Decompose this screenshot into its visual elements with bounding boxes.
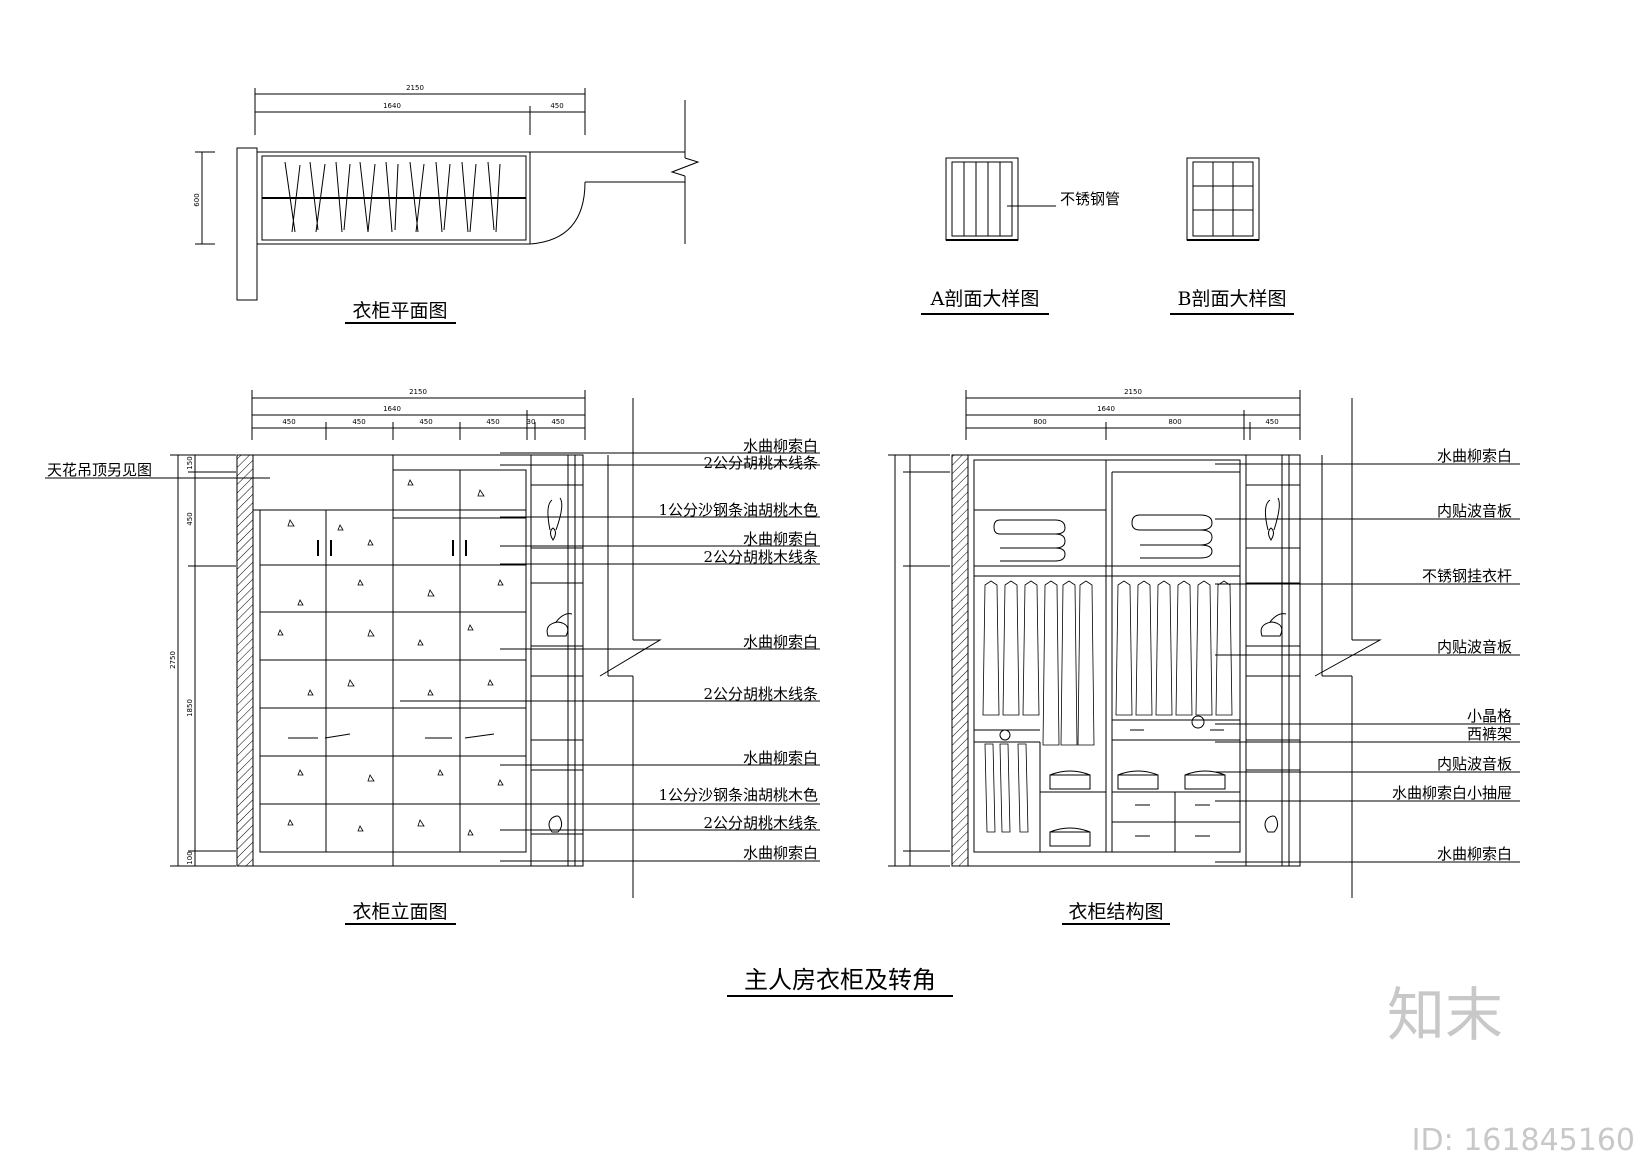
elevation-title: 衣柜立面图	[352, 901, 447, 923]
callout-text: 内贴波音板	[1437, 755, 1512, 773]
section-a-detail	[921, 157, 1056, 315]
callout-text: 1公分沙钢条油胡桃木色	[658, 786, 818, 804]
callout-text: 水曲柳索白小抽屉	[1392, 784, 1512, 802]
plan-view	[195, 88, 700, 301]
svg-text:800: 800	[1168, 418, 1181, 426]
svg-text:450: 450	[551, 418, 564, 426]
callout-text: 水曲柳索白	[1437, 845, 1512, 863]
svg-text:2150: 2150	[1124, 388, 1142, 396]
callout-text: 水曲柳索白	[743, 530, 818, 548]
callout-text: 1公分沙钢条油胡桃木色	[658, 501, 818, 519]
callout-text: 小晶格	[1467, 707, 1512, 725]
svg-text:100: 100	[186, 851, 194, 864]
svg-text:1640: 1640	[383, 405, 401, 413]
structure-title: 衣柜结构图	[1068, 901, 1163, 923]
elevation-view	[45, 390, 820, 925]
svg-text:450: 450	[282, 418, 295, 426]
svg-text:1640: 1640	[1097, 405, 1115, 413]
callout-text: 2公分胡桃木线条	[703, 814, 818, 832]
svg-text:450: 450	[486, 418, 499, 426]
callout-text: 不锈钢挂衣杆	[1422, 567, 1512, 585]
callout-text: 水曲柳索白	[743, 844, 818, 862]
svg-text:1850: 1850	[186, 699, 194, 717]
callout-text: 水曲柳索白	[743, 437, 818, 455]
callout-text: 内贴波音板	[1437, 502, 1512, 520]
callout-text: 水曲柳索白	[743, 749, 818, 767]
structure-callouts: 水曲柳索白 内贴波音板 不锈钢挂衣杆 内贴波音板 小晶格 西裤架 内贴波音板 水…	[1392, 447, 1512, 863]
svg-text:150: 150	[186, 456, 194, 469]
plan-title: 衣柜平面图	[352, 300, 447, 322]
svg-text:450: 450	[1265, 418, 1278, 426]
svg-text:450: 450	[352, 418, 365, 426]
svg-text:450: 450	[550, 102, 563, 110]
callout-text: 2公分胡桃木线条	[703, 685, 818, 703]
callout-text: 水曲柳索白	[1437, 447, 1512, 465]
callout-text: 内贴波音板	[1437, 638, 1512, 656]
section-a-callout: 不锈钢管	[1060, 190, 1120, 208]
svg-text:450: 450	[419, 418, 432, 426]
callout-text: 2公分胡桃木线条	[703, 454, 818, 472]
sheet-title: 主人房衣柜及转角	[744, 966, 936, 994]
svg-text:800: 800	[1033, 418, 1046, 426]
structure-view	[888, 390, 1520, 925]
callout-text: 西裤架	[1467, 725, 1512, 743]
elevation-left-note: 天花吊顶另见图	[47, 461, 152, 479]
section-b-detail	[1170, 157, 1294, 315]
section-b-title: B剖面大样图	[1178, 288, 1287, 310]
svg-text:30: 30	[527, 418, 536, 426]
svg-text:450: 450	[186, 512, 194, 525]
callout-text: 水曲柳索白	[743, 633, 818, 651]
svg-text:2150: 2150	[409, 388, 427, 396]
callout-text: 2公分胡桃木线条	[703, 548, 818, 566]
dimension-labels: 2150 1640 450 600 2150 1640 450 450 450 …	[169, 84, 1279, 865]
watermark-id: ID: 161845160	[1412, 1123, 1635, 1158]
svg-text:1640: 1640	[383, 102, 401, 110]
watermark-logo: 知末	[1387, 981, 1503, 1049]
section-a-title: A剖面大样图	[930, 288, 1040, 310]
svg-text:2750: 2750	[169, 651, 177, 669]
svg-text:600: 600	[193, 193, 201, 206]
svg-text:2150: 2150	[406, 84, 424, 92]
elevation-callouts: 水曲柳索白 2公分胡桃木线条 1公分沙钢条油胡桃木色 水曲柳索白 2公分胡桃木线…	[658, 437, 818, 862]
